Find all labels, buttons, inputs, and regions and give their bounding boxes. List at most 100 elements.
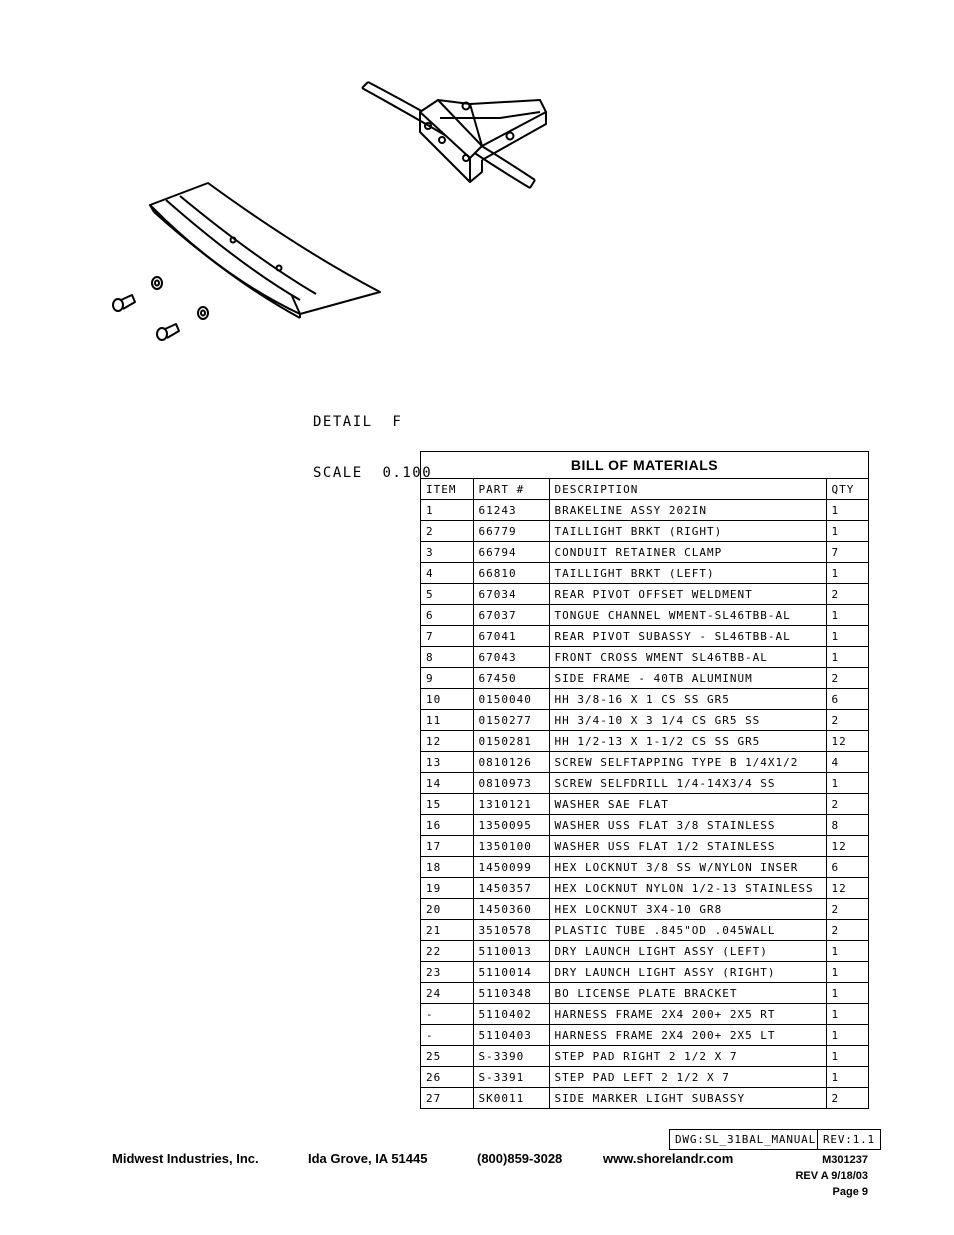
drawing-revision: REV:1.1 xyxy=(823,1133,875,1146)
part-number-cell: 5110013 xyxy=(473,940,550,962)
part-number-cell: 67041 xyxy=(473,625,550,647)
col-header-description: DESCRIPTION xyxy=(549,479,827,500)
washer-top xyxy=(151,276,163,290)
description-cell: DRY LAUNCH LIGHT ASSY (LEFT) xyxy=(549,940,827,962)
description-cell: PLASTIC TUBE .845"OD .045WALL xyxy=(549,919,827,941)
part-number-cell: 5110403 xyxy=(473,1024,550,1046)
bolt-hole xyxy=(438,136,446,144)
bracket-channel xyxy=(419,99,547,183)
item-cell: 22 xyxy=(421,940,474,962)
footer-company: Midwest Industries, Inc. xyxy=(112,1151,259,1166)
description-cell: HEX LOCKNUT NYLON 1/2-13 STAINLESS xyxy=(549,877,827,899)
bom-title: BILL OF MATERIALS xyxy=(421,452,868,479)
doc-number: M301237 xyxy=(822,1154,868,1166)
qty-cell: 2 xyxy=(826,667,868,689)
item-cell: 21 xyxy=(421,919,474,941)
item-cell: 19 xyxy=(421,877,474,899)
part-number-cell: 61243 xyxy=(473,499,550,521)
item-cell: 13 xyxy=(421,751,474,773)
qty-cell: 1 xyxy=(826,982,868,1004)
detail-label: DETAIL F SCALE 0.100 xyxy=(313,380,432,499)
description-cell: HARNESS FRAME 2X4 200+ 2X5 LT xyxy=(549,1024,827,1046)
item-cell: 6 xyxy=(421,604,474,626)
description-cell: HEX LOCKNUT 3/8 SS W/NYLON INSER xyxy=(549,856,827,878)
detail-scale: SCALE 0.100 xyxy=(313,465,433,481)
qty-cell: 1 xyxy=(826,604,868,626)
part-number-cell: SK0011 xyxy=(473,1087,550,1108)
detail-title: DETAIL F xyxy=(313,414,403,430)
footer-website: www.shorelandr.com xyxy=(603,1151,734,1166)
description-cell: TONGUE CHANNEL WMENT-SL46TBB-AL xyxy=(549,604,827,626)
col-header-item: ITEM xyxy=(421,479,474,500)
part-number-cell: 0150277 xyxy=(473,709,550,731)
description-cell: CONDUIT RETAINER CLAMP xyxy=(549,541,827,563)
description-cell: TAILLIGHT BRKT (RIGHT) xyxy=(549,520,827,542)
qty-cell: 1 xyxy=(826,1045,868,1067)
item-cell: 1 xyxy=(421,499,474,521)
description-cell: HH 3/8-16 X 1 CS SS GR5 xyxy=(549,688,827,710)
part-number-cell: S-3391 xyxy=(473,1066,550,1088)
description-cell: TAILLIGHT BRKT (LEFT) xyxy=(549,562,827,584)
item-cell: 23 xyxy=(421,961,474,983)
bolt-hole xyxy=(424,122,432,130)
qty-cell: 1 xyxy=(826,499,868,521)
item-cell: 5 xyxy=(421,583,474,605)
part-number-cell: S-3390 xyxy=(473,1045,550,1067)
footer-city: Ida Grove, IA 51445 xyxy=(308,1151,428,1166)
part-number-cell: 66810 xyxy=(473,562,550,584)
qty-cell: 1 xyxy=(826,520,868,542)
part-number-cell: 66779 xyxy=(473,520,550,542)
part-number-cell: 1450357 xyxy=(473,877,550,899)
part-number-cell: 1450360 xyxy=(473,898,550,920)
footer-phone: (800)859-3028 xyxy=(477,1151,563,1166)
item-cell: - xyxy=(421,1003,474,1025)
drawing-number: DWG:SL_31BAL_MANUAL xyxy=(670,1130,818,1149)
col-header-part: PART # xyxy=(473,479,550,500)
part-number-cell: 0150281 xyxy=(473,730,550,752)
part-number-cell: 5110402 xyxy=(473,1003,550,1025)
description-cell: BRAKELINE ASSY 202IN xyxy=(549,499,827,521)
qty-cell: 2 xyxy=(826,709,868,731)
qty-cell: 1 xyxy=(826,646,868,668)
part-number-cell: 5110014 xyxy=(473,961,550,983)
description-cell: SCREW SELFTAPPING TYPE B 1/4X1/2 xyxy=(549,751,827,773)
bill-of-materials: BILL OF MATERIALS ITEM PART # DESCRIPTIO… xyxy=(420,451,869,1109)
item-cell: 18 xyxy=(421,856,474,878)
description-cell: BO LICENSE PLATE BRACKET xyxy=(549,982,827,1004)
mount-hole xyxy=(229,236,237,244)
qty-cell: 7 xyxy=(826,541,868,563)
qty-cell: 1 xyxy=(826,961,868,983)
item-cell: 20 xyxy=(421,898,474,920)
part-number-cell: 1350095 xyxy=(473,814,550,836)
description-cell: REAR PIVOT SUBASSY - SL46TBB-AL xyxy=(549,625,827,647)
description-cell: REAR PIVOT OFFSET WELDMENT xyxy=(549,583,827,605)
part-number-cell: 1450099 xyxy=(473,856,550,878)
title-block: DWG:SL_31BAL_MANUAL REV:1.1 xyxy=(669,1129,881,1150)
item-cell: 24 xyxy=(421,982,474,1004)
part-number-cell: 67034 xyxy=(473,583,550,605)
item-cell: 4 xyxy=(421,562,474,584)
part-number-cell: 3510578 xyxy=(473,919,550,941)
description-cell: HH 3/4-10 X 3 1/4 CS GR5 SS xyxy=(549,709,827,731)
bom-header-row: ITEM PART # DESCRIPTION QTY xyxy=(421,479,868,500)
description-cell: HH 1/2-13 X 1-1/2 CS SS GR5 xyxy=(549,730,827,752)
item-cell: 17 xyxy=(421,835,474,857)
